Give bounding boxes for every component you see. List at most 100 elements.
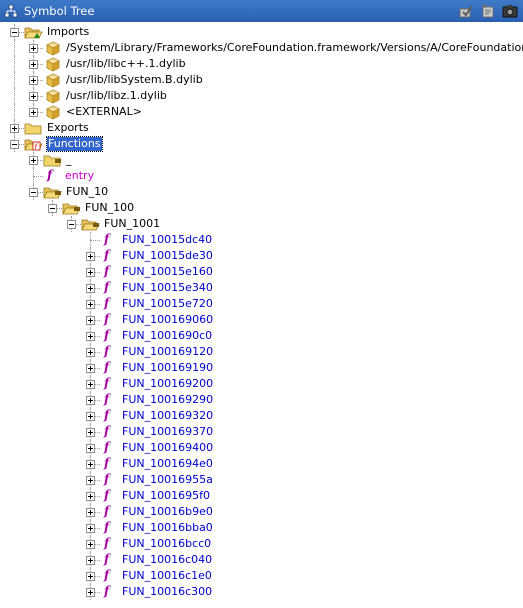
expand-toggle[interactable]: [86, 332, 95, 341]
function-group-folder-icon: [81, 219, 100, 231]
collapse-toggle[interactable]: [67, 220, 76, 229]
expand-toggle[interactable]: [86, 284, 95, 293]
tree-node-usr-lib-libsystem-b-dylib[interactable]: /usr/lib/libSystem.B.dylib: [0, 72, 523, 88]
library-box-icon: [46, 73, 60, 88]
expand-toggle[interactable]: [86, 588, 95, 597]
expand-toggle[interactable]: [29, 108, 38, 117]
function-icon: f: [104, 408, 110, 422]
tree-line: [90, 528, 100, 529]
tree-node-fun-1001[interactable]: FUN_1001: [0, 216, 523, 232]
tree-node-usr-lib-libc-1-dylib[interactable]: /usr/lib/libc++.1.dylib: [0, 56, 523, 72]
camera-icon[interactable]: [502, 3, 518, 19]
expand-toggle[interactable]: [86, 572, 95, 581]
expand-toggle[interactable]: [86, 316, 95, 325]
expand-toggle[interactable]: [29, 44, 38, 53]
tree-line: [90, 544, 100, 545]
tree-line: [33, 96, 43, 97]
function-tree-item[interactable]: f FUN_100169190: [0, 360, 523, 376]
tree-item-label: /System/Library/Frameworks/CoreFoundatio…: [66, 41, 523, 54]
function-icon: f: [104, 504, 110, 518]
folder-icon: [24, 123, 42, 135]
tree-node-external[interactable]: <EXTERNAL>: [0, 104, 523, 120]
tree-node-system-library-frameworks-corefoundation-framework-versions-a-corefoundation[interactable]: /System/Library/Frameworks/CoreFoundatio…: [0, 40, 523, 56]
function-icon: f: [104, 456, 110, 470]
collapse-toggle[interactable]: [10, 28, 19, 37]
expand-toggle[interactable]: [29, 60, 38, 69]
panel-title-bar: Symbol Tree: [0, 0, 523, 22]
expand-toggle[interactable]: [29, 156, 38, 165]
tree-item-label: FUN_100169060: [122, 313, 214, 326]
expand-toggle[interactable]: [29, 76, 38, 85]
expand-toggle[interactable]: [86, 364, 95, 373]
tree-item-label: FUN_100169120: [122, 345, 214, 358]
expand-toggle[interactable]: [86, 252, 95, 261]
expand-toggle[interactable]: [86, 444, 95, 453]
expand-toggle[interactable]: [86, 460, 95, 469]
tree-node-fun-10[interactable]: FUN_10: [0, 184, 523, 200]
tree-item-label: FUN_1001695f0: [122, 489, 210, 502]
expand-toggle[interactable]: [86, 524, 95, 533]
expand-toggle[interactable]: [86, 492, 95, 501]
expand-toggle[interactable]: [86, 476, 95, 485]
tree-item-label: FUN_10015e160: [122, 265, 213, 278]
function-icon: f: [104, 360, 110, 374]
tree-item-label: FUN_100169370: [122, 425, 214, 438]
function-icon: f: [104, 520, 110, 534]
tree-line: [90, 352, 100, 353]
expand-toggle[interactable]: [86, 540, 95, 549]
tree-node-exports[interactable]: Exports: [0, 120, 523, 136]
tree-line: [14, 72, 15, 88]
expand-toggle[interactable]: [86, 268, 95, 277]
tree-node-usr-lib-libz-1-dylib[interactable]: /usr/lib/libz.1.dylib: [0, 88, 523, 104]
expand-toggle[interactable]: [86, 380, 95, 389]
expand-toggle[interactable]: [86, 428, 95, 437]
collapse-toggle[interactable]: [10, 140, 19, 149]
tree-node-fun-100[interactable]: FUN_100: [0, 200, 523, 216]
collapse-toggle[interactable]: [48, 204, 57, 213]
tree-item-label: FUN_10016c1e0: [122, 569, 212, 582]
expand-toggle[interactable]: [86, 556, 95, 565]
expand-toggle[interactable]: [86, 348, 95, 357]
symbol-tree[interactable]: Imports/System/Library/Frameworks/CoreFo…: [0, 24, 523, 608]
expand-toggle[interactable]: [10, 124, 19, 133]
tree-item-label: FUN_100169190: [122, 361, 214, 374]
panel-title: Symbol Tree: [24, 4, 95, 18]
tree-node-[interactable]: _: [0, 152, 523, 168]
check-icon[interactable]: [458, 3, 474, 19]
collapse-toggle[interactable]: [29, 188, 38, 197]
expand-toggle[interactable]: [86, 412, 95, 421]
tree-item-label: FUN_100169400: [122, 441, 214, 454]
tree-line: [90, 336, 100, 337]
tree-node-imports[interactable]: Imports: [0, 24, 523, 40]
refresh-icon[interactable]: [480, 3, 496, 19]
expand-toggle[interactable]: [86, 508, 95, 517]
expand-toggle[interactable]: [29, 92, 38, 101]
tree-item-label: FUN_10: [66, 185, 109, 198]
expand-toggle[interactable]: [86, 300, 95, 309]
expand-toggle[interactable]: [86, 396, 95, 405]
